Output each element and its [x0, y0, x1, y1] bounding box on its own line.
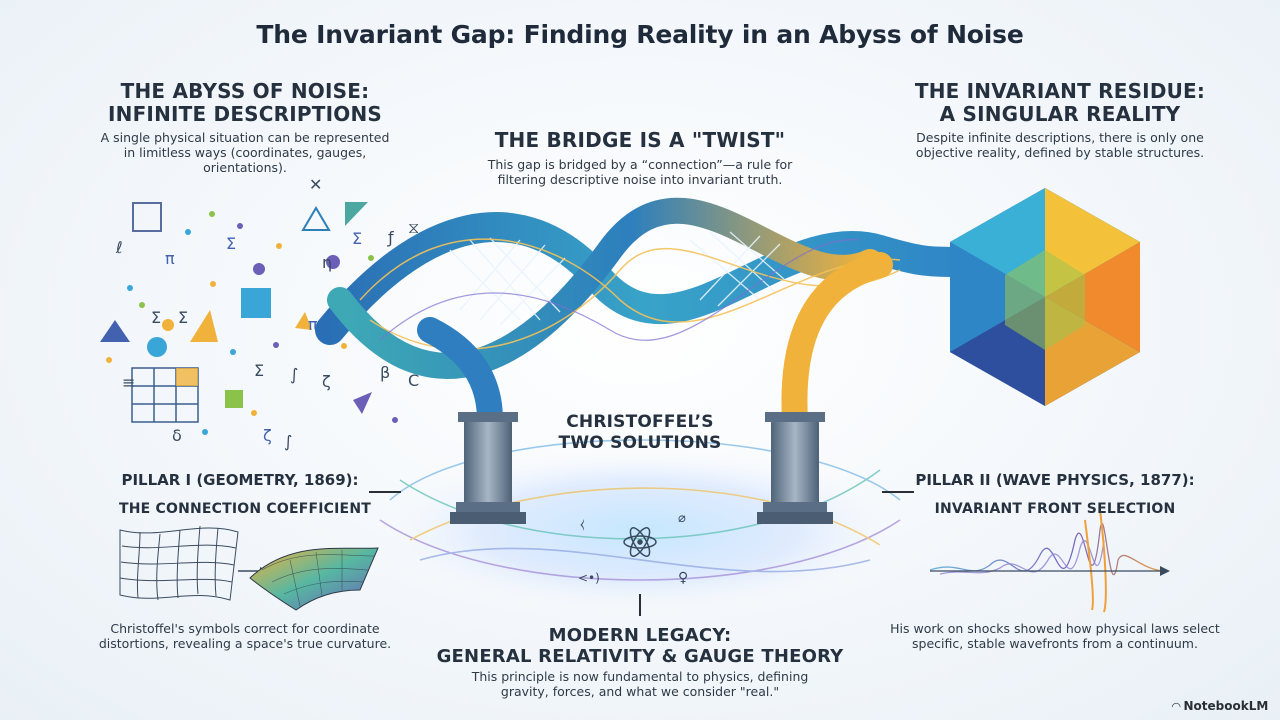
- residue-heading-line1: THE INVARIANT RESIDUE:: [914, 79, 1206, 103]
- pillar1-heading: PILLAR I (GEOMETRY, 1869):: [121, 471, 359, 489]
- legacy-description: This principle is now fundamental to phy…: [471, 669, 809, 699]
- pillars-label-line1: CHRISTOFFEL’S: [566, 412, 714, 432]
- pillar-left: [450, 412, 526, 524]
- twisted-bridge: [315, 197, 975, 433]
- connector-line-legacy: [639, 594, 641, 616]
- pillars-label: CHRISTOFFEL’S TWO SOLUTIONS: [520, 412, 760, 454]
- atom-icon: [623, 527, 657, 557]
- legacy-heading-line1: MODERN LEGACY:: [548, 625, 732, 646]
- figure-icon: ♀: [678, 570, 688, 586]
- legacy-heading-line2: GENERAL RELATIVITY & GAUGE THEORY: [436, 646, 844, 667]
- noise-dots: [106, 211, 398, 435]
- svg-text:∫: ∫: [284, 432, 292, 451]
- notebooklm-logo-icon: ◠: [1172, 700, 1181, 713]
- pillar2-subheading: INVARIANT FRONT SELECTION: [934, 501, 1176, 517]
- svg-text:C: C: [408, 371, 419, 390]
- invariant-cube: [950, 188, 1140, 406]
- svg-text:Σ: Σ: [254, 361, 264, 380]
- svg-text:∫: ∫: [290, 365, 298, 384]
- abyss-heading-line1: THE ABYSS OF NOISE:: [120, 79, 370, 103]
- bridge-heading: THE BRIDGE IS A "TWIST": [494, 128, 786, 152]
- svg-text:ƒ: ƒ: [386, 228, 394, 247]
- abyss-heading: THE ABYSS OF NOISE: INFINITE DESCRIPTION…: [80, 80, 410, 126]
- noise-cloud: π Σ Σ Σ ℓ π π Σ ∫ ∫ Σ ✕ ƒ ⧖ ζ β C b ζ δ …: [100, 175, 419, 451]
- connector-line-left: [369, 491, 401, 493]
- residue-heading-line2: A SINGULAR REALITY: [939, 102, 1181, 126]
- svg-text:✕: ✕: [309, 175, 322, 194]
- brand-label: NotebookLM: [1183, 699, 1269, 713]
- abyss-heading-line2: INFINITE DESCRIPTIONS: [107, 102, 382, 126]
- legacy-heading: MODERN LEGACY: GENERAL RELATIVITY & GAUG…: [430, 625, 850, 667]
- svg-text:Σ: Σ: [178, 308, 188, 327]
- glyph-icon: <•): [578, 571, 600, 585]
- pillar2-heading: PILLAR II (WAVE PHYSICS, 1877):: [915, 471, 1195, 489]
- glow-halo: [370, 445, 910, 615]
- page-title: The Invariant Gap: Finding Reality in an…: [256, 20, 1024, 49]
- svg-text:ζ: ζ: [322, 372, 331, 391]
- svg-text:⧖: ⧖: [408, 218, 419, 237]
- residue-heading: THE INVARIANT RESIDUE: A SINGULAR REALIT…: [890, 80, 1230, 126]
- svg-text:ζ: ζ: [263, 426, 272, 445]
- svg-text:π: π: [165, 249, 175, 268]
- abyss-description: A single physical situation can be repre…: [100, 130, 390, 175]
- curved-surface-icon: [249, 547, 379, 611]
- wave-icon: [929, 509, 1169, 613]
- svg-text:Σ: Σ: [151, 308, 161, 327]
- svg-text:Σ: Σ: [352, 229, 362, 248]
- arrow-icon: [930, 566, 1170, 576]
- brand-watermark: ◠NotebookLM: [1172, 699, 1268, 713]
- pillar1-subheading: THE CONNECTION COEFFICIENT: [119, 501, 371, 517]
- svg-text:π: π: [308, 315, 318, 334]
- grid-icon: [119, 525, 239, 601]
- svg-text:≡: ≡: [122, 373, 135, 392]
- pillar1-description: Christoffel's symbols correct for coordi…: [98, 621, 392, 651]
- svg-text:δ: δ: [172, 426, 182, 445]
- residue-description: Despite infinite descriptions, there is …: [915, 130, 1205, 160]
- glyph-icon: ⌀: [678, 511, 686, 526]
- connector-line-right: [882, 491, 914, 493]
- svg-text:Σ: Σ: [226, 234, 236, 253]
- pillars-label-line2: TWO SOLUTIONS: [558, 433, 722, 453]
- svg-text:β: β: [380, 363, 390, 382]
- svg-text:ℓ: ℓ: [115, 238, 123, 257]
- pillar-right: [757, 412, 833, 524]
- svg-text:η: η: [322, 253, 332, 272]
- pillar2-description: His work on shocks showed how physical l…: [890, 621, 1220, 651]
- bridge-description: This gap is bridged by a “connection”—a …: [487, 157, 793, 187]
- glyph-icon: ⧼: [580, 517, 585, 532]
